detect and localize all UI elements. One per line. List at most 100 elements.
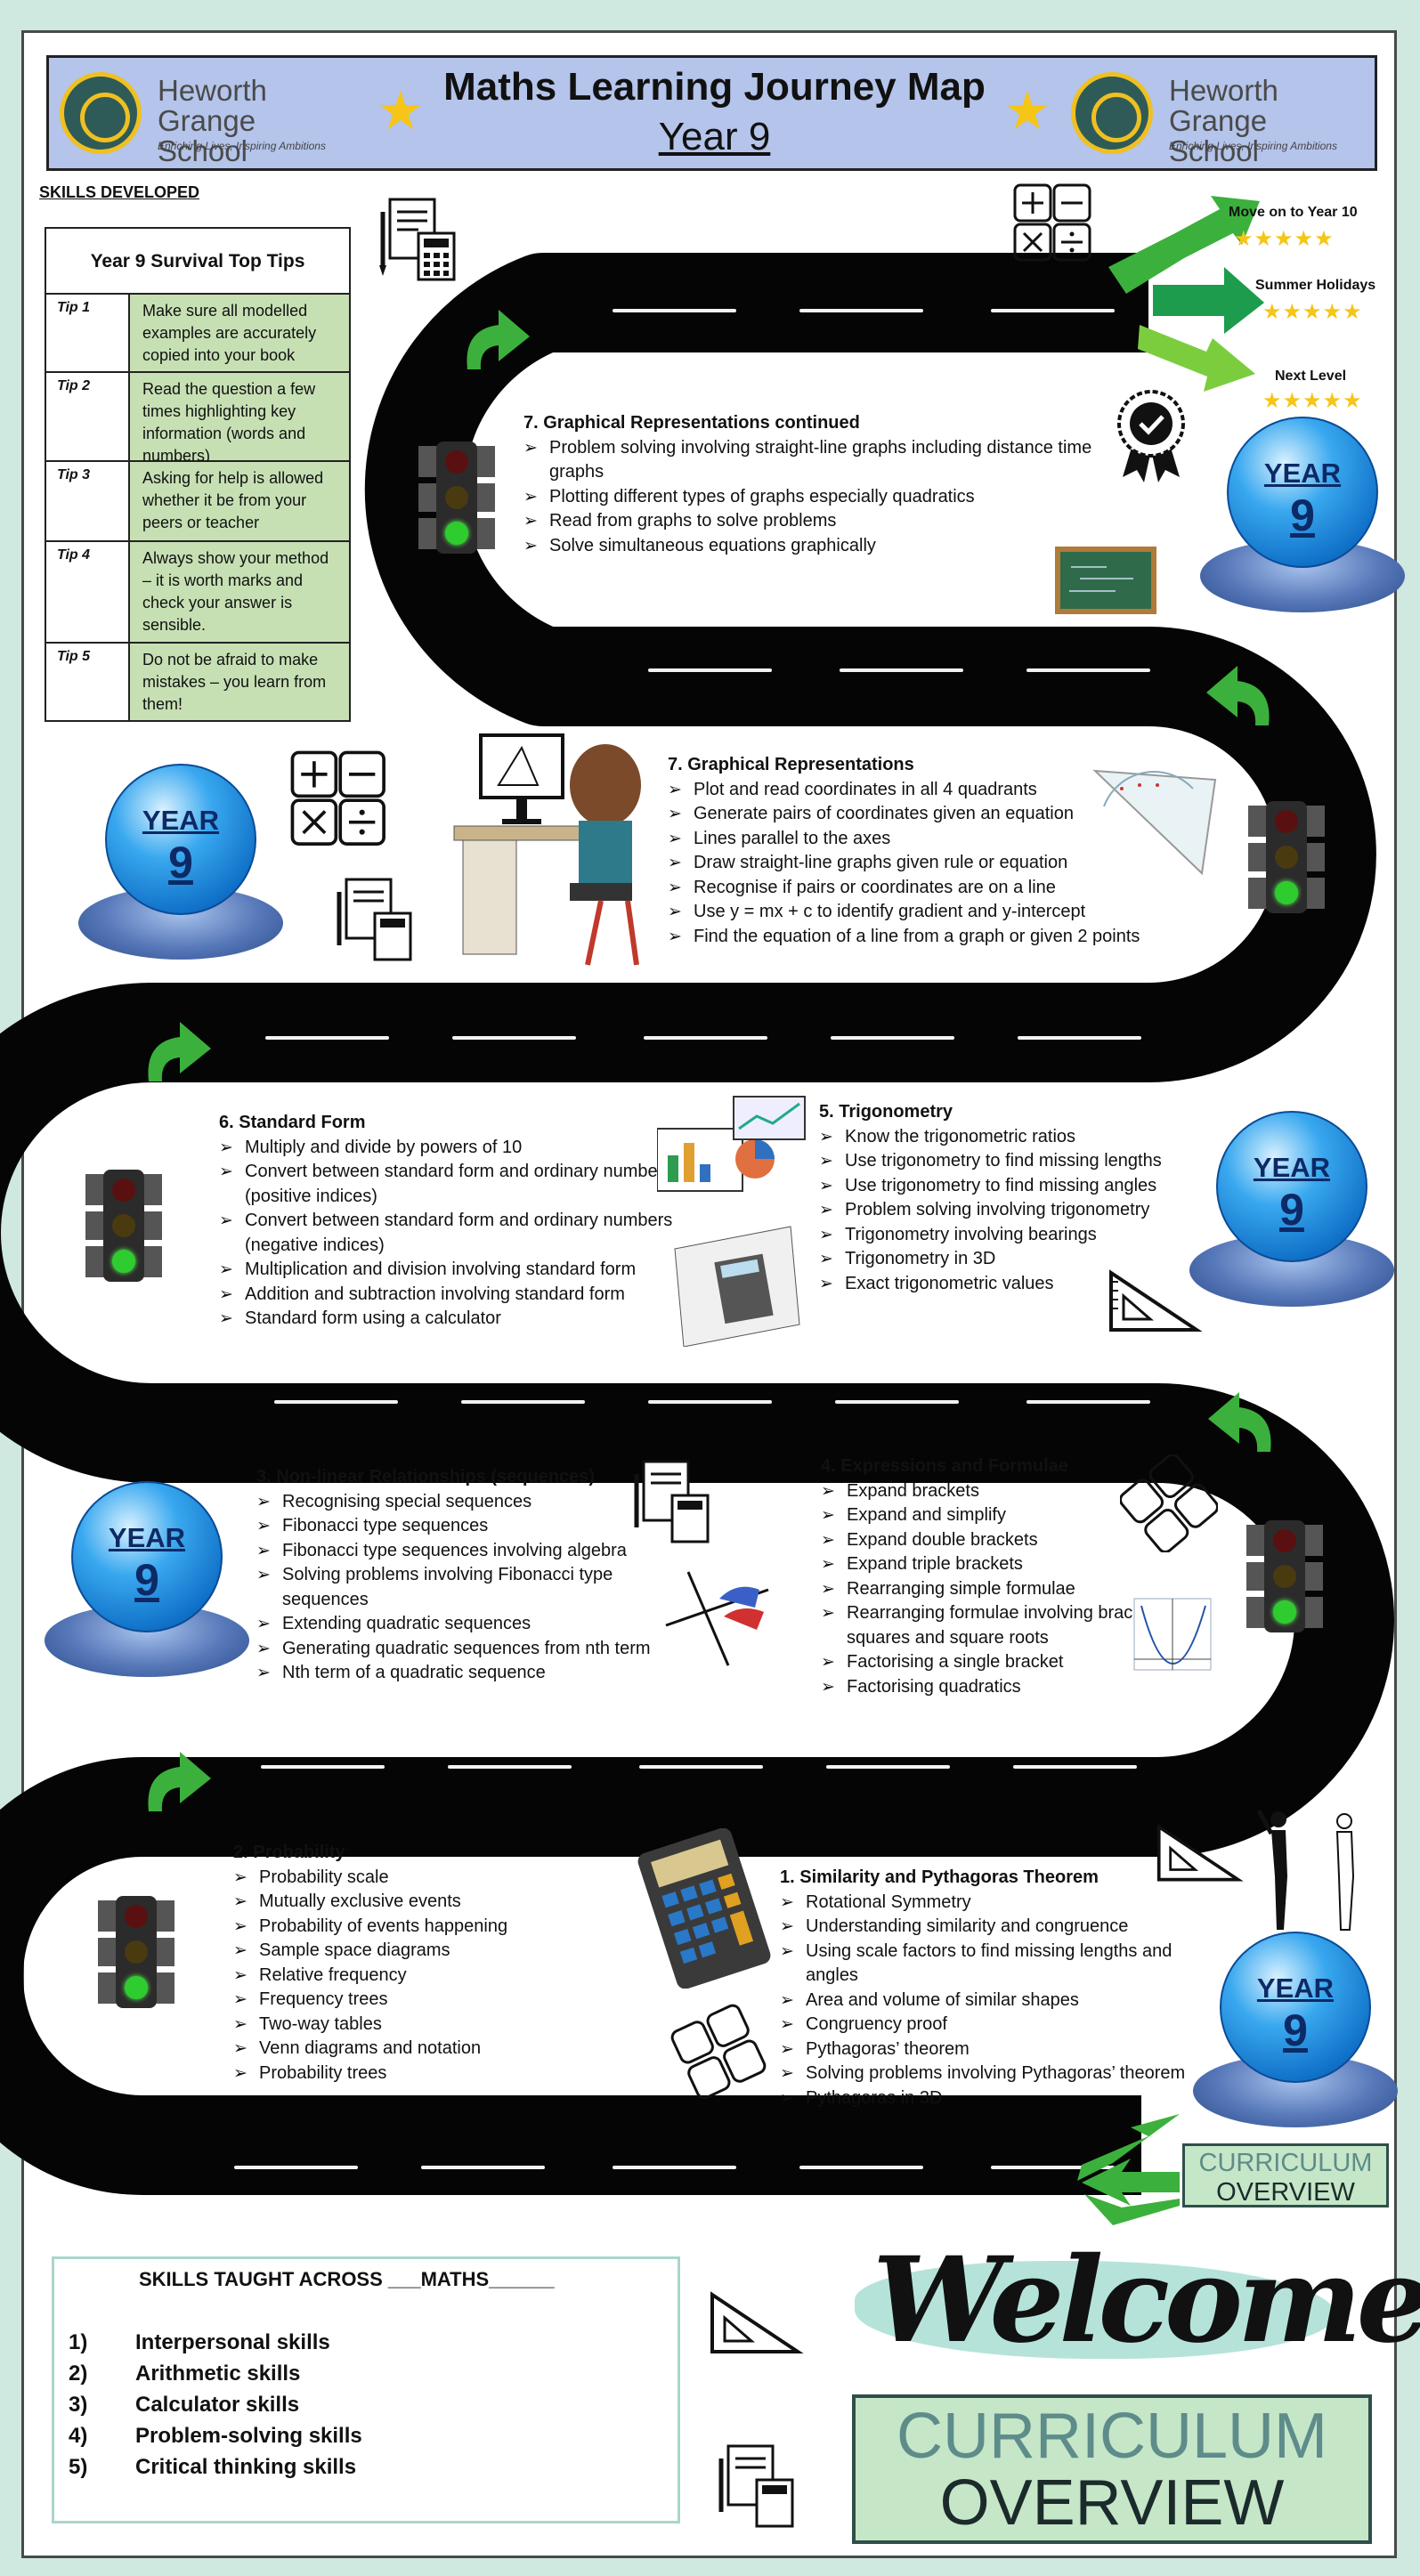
section-title: 5. Trigonometry — [819, 1102, 953, 1122]
skill-item: 4)Problem-solving skills — [69, 2424, 362, 2448]
math-operators-icon — [290, 750, 385, 846]
star-icon: ★ — [377, 81, 425, 141]
topic-item: Plot and read coordinates in all 4 quadr… — [668, 778, 1184, 803]
skills-developed-heading: SKILLS DEVELOPED — [39, 183, 200, 201]
topic-item: Rearranging simple formulae — [821, 1577, 1195, 1602]
tips-title: Year 9 Survival Top Tips — [46, 229, 349, 295]
topic-item: Rearranging formulae involving brackets,… — [821, 1601, 1195, 1650]
topic-item: Frequency trees — [233, 1988, 589, 2013]
topic-item: Probability scale — [233, 1866, 589, 1891]
topic-item: Recognising special sequences — [256, 1490, 675, 1515]
topic-item: Multiply and divide by powers of 10 — [219, 1136, 673, 1161]
skills-taught-title: SKILLS TAUGHT ACROSS ___MATHS______ — [139, 2268, 555, 2290]
rating-stars: ★★★★★ — [1262, 389, 1363, 413]
section-expressions-and-formulae: 4. Expressions and Formulae Expand brack… — [821, 1454, 1195, 1699]
topic-item: Pythagoras in 3D — [780, 2086, 1207, 2111]
similar-figures-icon — [1256, 1809, 1355, 1931]
school-name-line2: School — [1169, 134, 1259, 167]
award-ribbon-icon — [1117, 390, 1185, 482]
welcome-text: Welcome — [872, 2232, 1420, 2369]
next-level-label: Next Level — [1275, 369, 1347, 384]
traffic-light-icon — [85, 1170, 162, 1282]
tip-id: Tip 3 — [46, 462, 130, 540]
section-title: 2. Probability — [233, 1843, 345, 1862]
curriculum-overview-link[interactable]: CURRICULUM OVERVIEW — [1182, 2143, 1389, 2207]
curriculum-overview-banner[interactable]: CURRICULUM OVERVIEW — [852, 2394, 1372, 2544]
section-non-linear-relationships: 3. Non-linear Relationships (sequences) … — [256, 1465, 675, 1686]
topic-item: Using scale factors to find missing leng… — [780, 1940, 1207, 1989]
skill-item: 5)Critical thinking skills — [69, 2455, 357, 2479]
section-title: 7. Graphical Representations — [668, 755, 914, 774]
calculator-illustration — [637, 1828, 771, 1989]
topic-item: Factorising quadratics — [821, 1675, 1195, 1700]
topic-item: Expand triple brackets — [821, 1552, 1195, 1577]
topic-item: Venn diagrams and notation — [233, 2037, 589, 2062]
set-square-ruler-icon — [1156, 1823, 1244, 1882]
school-name-line1: Heworth Grange — [158, 74, 267, 137]
green-turn-arrow-icon — [1206, 666, 1270, 725]
topic-item: Know the trigonometric ratios — [819, 1125, 1193, 1150]
topic-item: Relative frequency — [233, 1964, 589, 1989]
tip-id: Tip 1 — [46, 295, 130, 371]
topic-item: Read from graphs to solve problems — [523, 509, 1129, 534]
topic-item: Nth term of a quadratic sequence — [256, 1661, 675, 1686]
traffic-light-icon — [418, 441, 495, 554]
topic-item: Sample space diagrams — [233, 1939, 589, 1964]
topic-item: Lines parallel to the axes — [668, 827, 1184, 852]
topic-item: Multiplication and division involving st… — [219, 1258, 673, 1283]
page-title: Maths Learning Journey Map — [443, 65, 986, 109]
topic-item: Problem solving involving straight-line … — [523, 436, 1129, 485]
section-title: 6. Standard Form — [219, 1113, 366, 1132]
skills-taught-box: SKILLS TAUGHT ACROSS ___MATHS______ 1)In… — [52, 2256, 680, 2523]
topic-item: Fibonacci type sequences involving algeb… — [256, 1539, 675, 1564]
green-turn-arrow-icon — [148, 1022, 211, 1081]
quadratic-graph-icon — [1133, 1598, 1212, 1671]
topic-item: Solve simultaneous equations graphically — [523, 534, 1129, 559]
topic-item: Plotting different types of graphs espec… — [523, 485, 1129, 510]
tip-text: Make sure all modelled examples are accu… — [130, 295, 349, 371]
topic-item: Use y = mx + c to identify gradient and … — [668, 900, 1184, 925]
tip-id: Tip 2 — [46, 373, 130, 460]
section-graphical-representations-continued: 7. Graphical Representations continued P… — [523, 411, 1129, 558]
section-title: 7. Graphical Representations continued — [523, 413, 860, 433]
school-name-line2: School — [158, 134, 247, 167]
axes-graph-icon — [665, 1571, 769, 1666]
topic-item: Expand double brackets — [821, 1528, 1195, 1553]
topic-item: Area and volume of similar shapes — [780, 1989, 1207, 2013]
topic-item: Pythagoras’ theorem — [780, 2037, 1207, 2062]
topic-item: Two-way tables — [233, 2013, 589, 2037]
tip-text: Do not be afraid to make mistakes – you … — [130, 644, 349, 720]
section-probability: 2. Probability Probability scale Mutuall… — [233, 1841, 589, 2086]
math-operators-icon — [1013, 183, 1091, 262]
calculator-clipboard-icon — [634, 1460, 710, 1543]
topic-item: Use trigonometry to find missing angles — [819, 1174, 1193, 1199]
topic-item: Exact trigonometric values — [819, 1272, 1193, 1297]
tip-text: Read the question a few times highlighti… — [130, 373, 349, 465]
topic-item: Use trigonometry to find missing lengths — [819, 1149, 1193, 1174]
school-crest-icon — [60, 72, 142, 154]
topic-item: Understanding similarity and congruence — [780, 1915, 1207, 1940]
topic-item: Probability of events happening — [233, 1915, 589, 1940]
data-analysis-illustration — [657, 1096, 806, 1347]
math-operators-icon — [670, 2004, 767, 2100]
topic-item: Addition and subtraction involving stand… — [219, 1283, 673, 1308]
topic-item: Solving problems involving Pythagoras’ t… — [780, 2062, 1207, 2086]
section-similarity-and-pythagoras: 1. Similarity and Pythagoras Theorem Rot… — [780, 1866, 1207, 2110]
topic-item: Expand brackets — [821, 1479, 1195, 1504]
school-name-line1: Heworth Grange — [1169, 74, 1278, 137]
topic-item: Convert between standard form and ordina… — [219, 1160, 673, 1209]
topic-item: Trigonometry involving bearings — [819, 1223, 1193, 1248]
calculator-clipboard-icon — [718, 2444, 794, 2528]
topic-item: Recognise if pairs or coordinates are on… — [668, 876, 1184, 901]
topic-item: Draw straight-line graphs given rule or … — [668, 851, 1184, 876]
skill-item: 2)Arithmetic skills — [69, 2361, 301, 2386]
set-square-ruler-icon — [1109, 1269, 1203, 1332]
